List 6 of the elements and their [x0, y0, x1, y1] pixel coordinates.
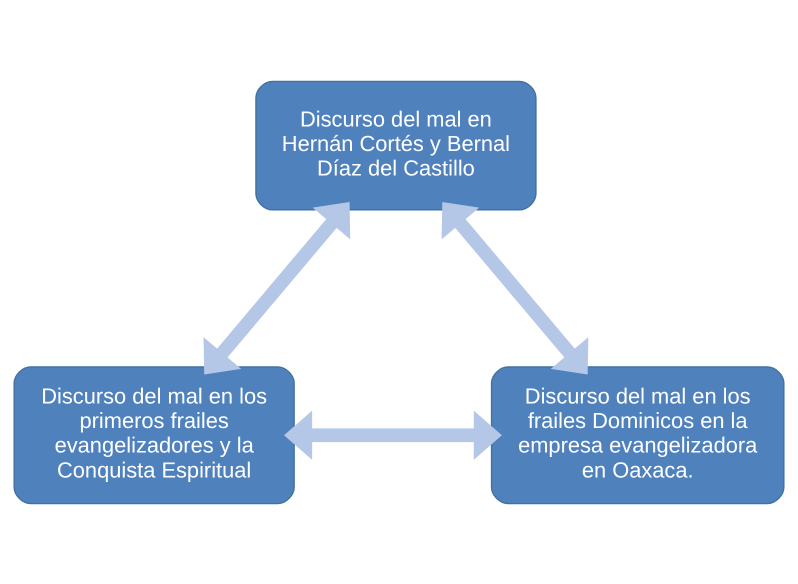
node-box: Discurso del mal en Hernán Cortés y Bernal Díaz del Castillo [255, 80, 537, 210]
node-box: Discurso del mal en los primeros frailes evangelizadores y la Conquista Espiritual [13, 366, 295, 504]
node-box: Discurso del mal en los frailes Dominicos en la empresa evangelizadora en Oaxaca. [490, 366, 785, 504]
arrow [204, 202, 350, 374]
arrow [284, 410, 502, 460]
arrow [442, 202, 588, 374]
